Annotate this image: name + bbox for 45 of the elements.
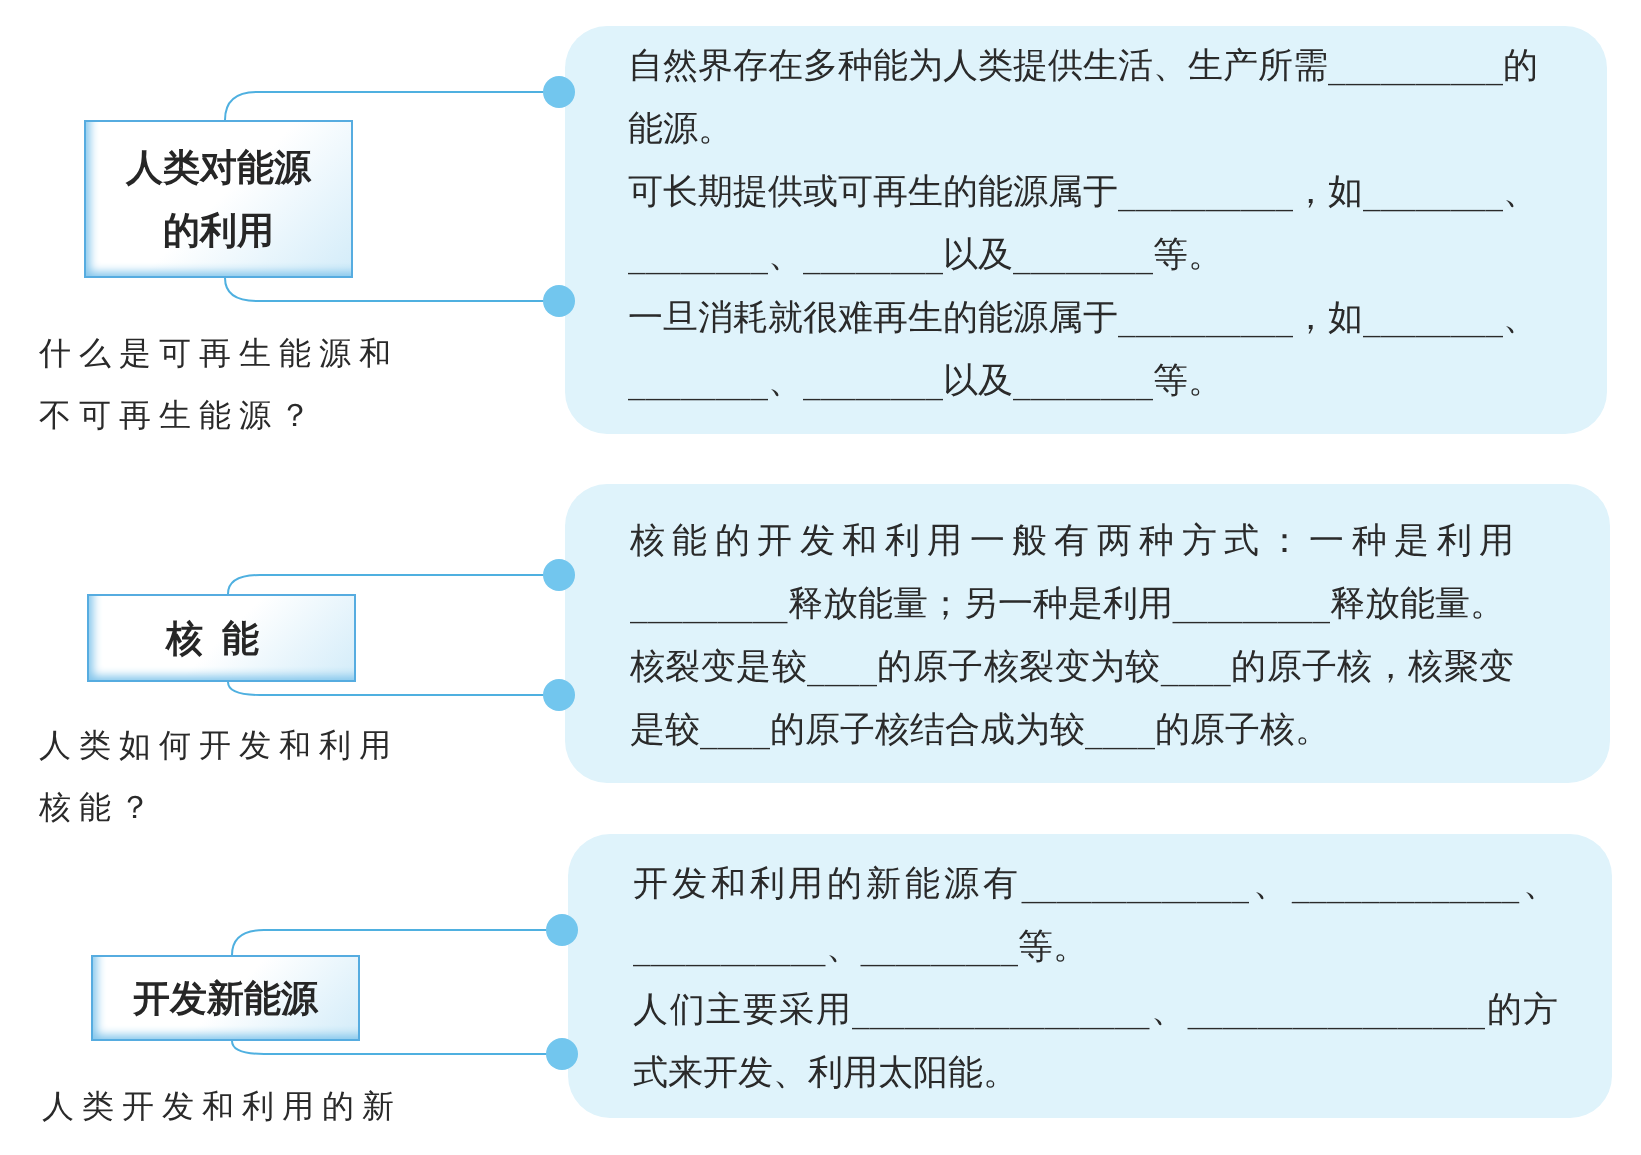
note-panel <box>565 26 1607 434</box>
fill-in-line: ________ <box>628 234 768 274</box>
guiding-question: 什么是可再生能源和不可再生能源？ <box>39 333 400 436</box>
fill-in-line: ________ <box>803 360 943 400</box>
guiding-question: 人类开发和利用的新 <box>42 1086 403 1127</box>
topic-box: 人类对能源的利用 <box>84 120 353 278</box>
fill-in-line: ____ <box>700 709 770 749</box>
fill-in-line: ____ <box>807 646 878 686</box>
fill-in-line: _________________ <box>852 989 1150 1029</box>
connector-line <box>227 679 575 711</box>
fill-in-sentence: 人们主要采用_________________、_________________的方式来开发、利用太阳能。 <box>633 988 1558 1094</box>
fill-in-line: ________ <box>1013 360 1153 400</box>
fill-in-line: ________ <box>1013 234 1153 274</box>
fill-in-line: _________ <box>1172 583 1330 623</box>
fill-in-sentence: 核能的开发和利用一般有两种方式：一种是利用_________释放能量；另一种是利用_________释放能量。 <box>630 519 1514 626</box>
fill-in-sentence: 开发和利用的新能源有_____________、_____________、___________、_________等。 <box>633 862 1558 969</box>
fill-in-line: _____________ <box>1291 863 1520 903</box>
note-panel <box>565 484 1610 783</box>
topic-box: 开发新能源 <box>91 955 360 1041</box>
fill-in-line: _________ <box>860 926 1018 966</box>
guiding-question: 人类如何开发和利用核能？ <box>39 725 400 828</box>
fill-in-sentence: 一旦消耗就很难再生的能源属于__________，如________、________、________以及________等。 <box>628 296 1539 403</box>
connector-line <box>227 559 575 595</box>
fill-in-sentence: 可长期提供或可再生的能源属于__________，如________、________、________以及________等。 <box>628 170 1539 277</box>
fill-in-line: _________ <box>630 583 788 623</box>
fill-in-line: ________ <box>1363 297 1503 337</box>
fill-in-line: ________ <box>1363 171 1503 211</box>
fill-in-line: __________ <box>1328 45 1503 85</box>
fill-in-line: ________ <box>628 360 768 400</box>
fill-in-sentence: 核裂变是较____的原子核裂变为较____的原子核，核聚变是较____的原子核结合成为较____的原子核。 <box>630 645 1514 752</box>
fill-in-line: __________ <box>1118 171 1293 211</box>
note-panel <box>568 834 1612 1118</box>
fill-in-line: __________ <box>1118 297 1293 337</box>
topic-box: 核能 <box>87 594 356 682</box>
fill-in-line: ____ <box>1160 646 1231 686</box>
connector-line <box>224 277 575 317</box>
connector-line <box>224 76 575 121</box>
fill-in-line: ____ <box>1085 709 1155 749</box>
fill-in-line: ________ <box>803 234 943 274</box>
connector-line <box>231 914 578 956</box>
fill-in-sentence: 自然界存在多种能为人类提供生活、生产所需__________的能源。 <box>628 44 1539 150</box>
fill-in-line: _____________ <box>1021 863 1249 903</box>
fill-in-line: ___________ <box>633 926 826 966</box>
fill-in-line: _________________ <box>1187 989 1485 1029</box>
connector-line <box>231 1038 578 1070</box>
